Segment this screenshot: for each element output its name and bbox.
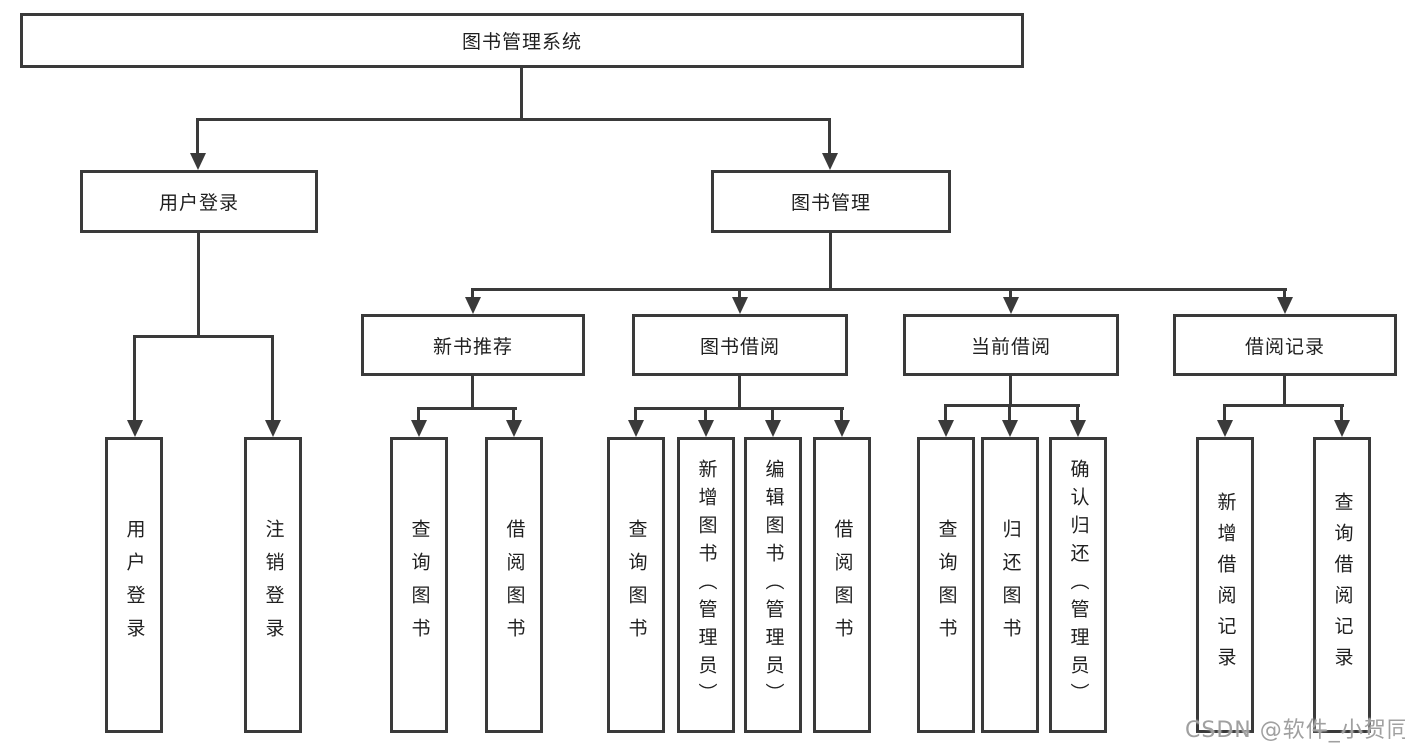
connector-borrow-records-stem: [1283, 376, 1286, 404]
arrow-down-icon: [1217, 420, 1233, 437]
arrow-down-icon: [1070, 420, 1086, 437]
connector-book-mgmt-stem: [829, 233, 832, 288]
node-cur-query-books: 查询图书: [917, 437, 975, 733]
node-cur-return-books: 归还图书: [981, 437, 1039, 733]
connector-user-login-drop: [196, 118, 199, 153]
arrow-down-icon: [834, 420, 850, 437]
connector-rec-query-drop: [417, 407, 420, 420]
connector-book-mgmt-branch: [471, 288, 1287, 291]
node-rec-query-books: 查询图书: [390, 437, 448, 733]
connector-borrow-records-drop: [1283, 288, 1286, 297]
arrow-down-icon: [628, 420, 644, 437]
connector-bor-borrow-drop: [840, 407, 843, 420]
node-bor-add-books: 新增图书（管理员）: [677, 437, 735, 733]
node-root: 图书管理系统: [20, 13, 1024, 68]
connector-leaf-logout-drop: [271, 335, 274, 420]
connector-bor-query-drop: [634, 407, 637, 420]
connector-borrow-records-branch: [1223, 404, 1344, 407]
connector-new-book-rec-drop: [471, 288, 474, 297]
arrow-down-icon: [1277, 297, 1293, 314]
connector-book-borrow-stem: [738, 376, 741, 407]
arrow-down-icon: [465, 297, 481, 314]
arrow-down-icon: [698, 420, 714, 437]
arrow-down-icon: [506, 420, 522, 437]
connector-book-borrow-drop: [738, 288, 741, 297]
arrow-down-icon: [1002, 420, 1018, 437]
node-leaf-user-login: 用户登录: [105, 437, 163, 733]
node-bor-borrow-books: 借阅图书: [813, 437, 871, 733]
connector-current-borrow-branch: [944, 404, 1080, 407]
arrow-down-icon: [1334, 420, 1350, 437]
arrow-down-icon: [732, 297, 748, 314]
watermark: CSDN @软件_小贺同学: [1185, 718, 1405, 743]
connector-root-branch: [196, 118, 831, 121]
connector-cur-query-drop: [944, 404, 947, 420]
arrow-down-icon: [938, 420, 954, 437]
arrow-down-icon: [765, 420, 781, 437]
node-book-mgmt: 图书管理: [711, 170, 951, 233]
connector-cur-confirm-drop: [1076, 404, 1079, 420]
connector-rec-borrow-drop: [512, 407, 515, 420]
connector-book-borrow-branch: [634, 407, 844, 410]
arrow-down-icon: [265, 420, 281, 437]
connector-current-borrow-drop: [1009, 288, 1012, 297]
node-borrow-records: 借阅记录: [1173, 314, 1397, 376]
connector-new-book-rec-branch: [417, 407, 517, 410]
connector-leaf-user-login-drop: [133, 335, 136, 420]
node-new-book-rec: 新书推荐: [361, 314, 585, 376]
arrow-down-icon: [822, 153, 838, 170]
node-user-login: 用户登录: [80, 170, 318, 233]
connector-current-borrow-stem: [1009, 376, 1012, 404]
connector-user-login-branch: [133, 335, 274, 338]
connector-bor-add-drop: [704, 407, 707, 420]
connector-book-mgmt-drop: [828, 118, 831, 153]
node-rec-borrow-books: 借阅图书: [485, 437, 543, 733]
node-leaf-logout: 注销登录: [244, 437, 302, 733]
connector-cur-return-drop: [1008, 404, 1011, 420]
node-current-borrow: 当前借阅: [903, 314, 1119, 376]
node-cur-confirm-return: 确认归还（管理员）: [1049, 437, 1107, 733]
arrow-down-icon: [1003, 297, 1019, 314]
node-bor-edit-books: 编辑图书（管理员）: [744, 437, 802, 733]
connector-recs-query-drop: [1340, 404, 1343, 420]
arrow-down-icon: [411, 420, 427, 437]
connector-bor-edit-drop: [771, 407, 774, 420]
connector-recs-add-drop: [1223, 404, 1226, 420]
connector-new-book-rec-stem: [471, 376, 474, 407]
node-recs-query-record: 查询借阅记录: [1313, 437, 1371, 733]
connector-user-login-stem: [197, 233, 200, 335]
node-recs-add-record: 新增借阅记录: [1196, 437, 1254, 733]
arrow-down-icon: [127, 420, 143, 437]
arrow-down-icon: [190, 153, 206, 170]
node-book-borrow: 图书借阅: [632, 314, 848, 376]
node-bor-query-books: 查询图书: [607, 437, 665, 733]
connector-root-stem: [520, 68, 523, 120]
